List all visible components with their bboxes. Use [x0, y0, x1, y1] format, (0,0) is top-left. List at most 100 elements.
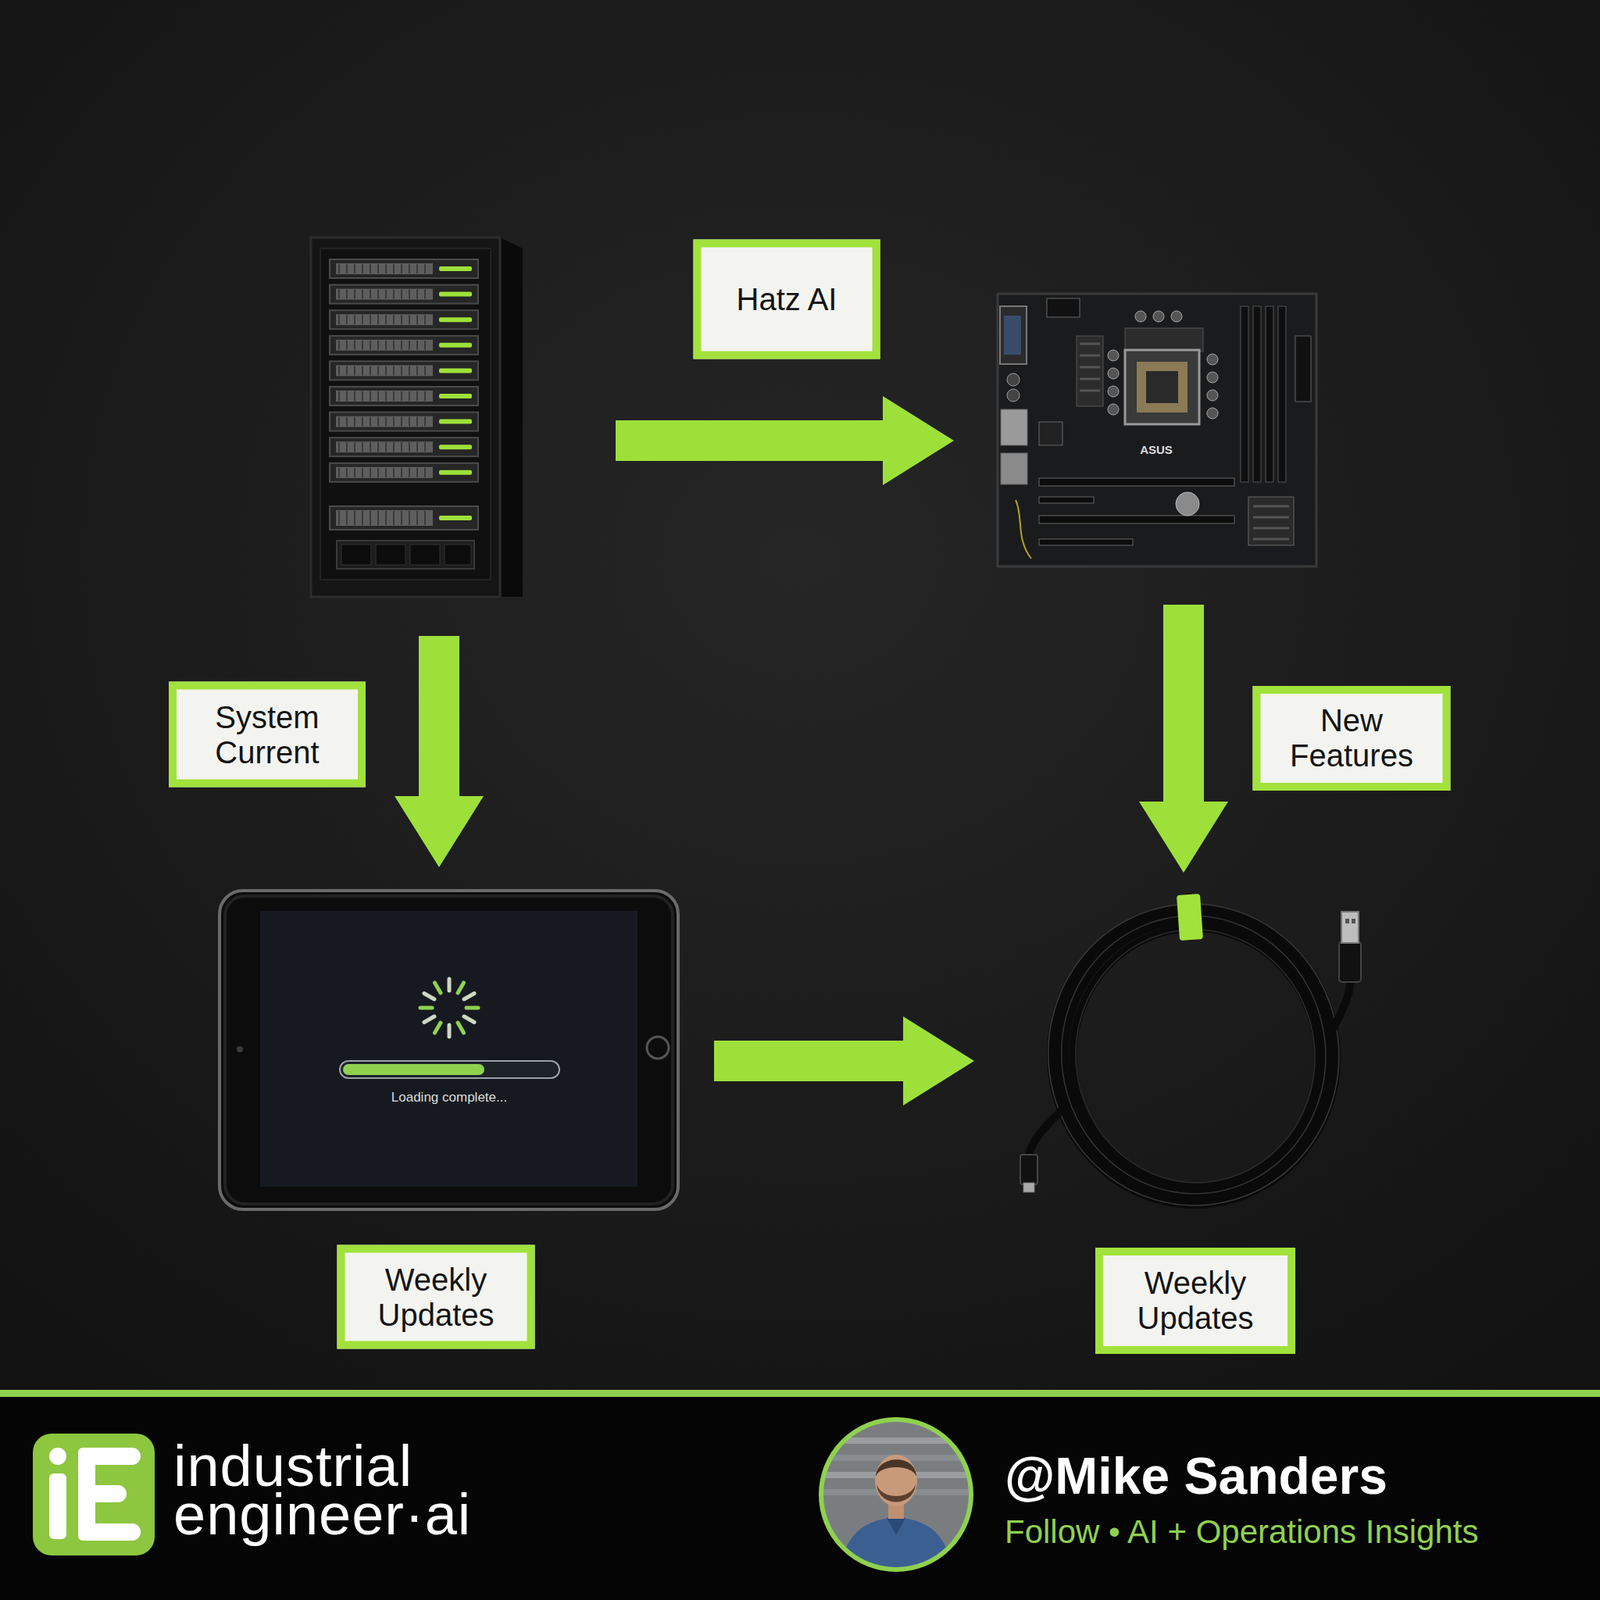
drive-bay — [329, 506, 479, 530]
motherboard-illustration — [1039, 421, 1063, 446]
loading-spinner — [464, 993, 475, 1000]
drive-bay — [353, 442, 356, 452]
motherboard-illustration — [1000, 409, 1028, 446]
tablet-illustration — [219, 890, 679, 1210]
drive-bay — [329, 463, 479, 483]
logo-icon — [49, 1473, 67, 1540]
screen-status: Loading complete... — [389, 1089, 510, 1106]
drive-bay — [353, 510, 356, 525]
drive-bay — [408, 467, 411, 478]
usb-cable-illustration — [1351, 918, 1356, 924]
drive-bay — [416, 314, 418, 325]
loading-spinner — [447, 978, 452, 991]
drive-bay — [400, 365, 403, 375]
usb-cable-illustration — [1028, 1109, 1063, 1157]
drive-bay — [353, 314, 356, 325]
drive-bay — [377, 365, 379, 375]
drive-bay — [329, 360, 479, 380]
drive-bay — [329, 335, 479, 355]
drive-bay — [400, 391, 403, 401]
drive-bay — [424, 264, 426, 274]
drive-bay — [338, 264, 340, 274]
drive-bay — [338, 510, 340, 525]
drive-bay — [346, 417, 348, 427]
drive-bay — [353, 417, 356, 427]
loading-spinner — [424, 993, 435, 1000]
usb-cable-illustration — [1176, 893, 1204, 941]
usb-cable-illustration — [1341, 911, 1359, 943]
background — [0, 0, 1600, 1393]
drive-bay — [361, 417, 364, 427]
drive-bay — [385, 391, 387, 401]
drive-bay — [385, 442, 387, 452]
drive-bay — [408, 510, 411, 525]
drive-bay — [335, 441, 433, 453]
drive-bay — [400, 289, 403, 300]
motherboard-illustration — [1207, 371, 1218, 383]
flow-arrow — [714, 1016, 975, 1106]
footer-rule — [0, 1389, 1600, 1397]
drive-bay — [400, 340, 403, 350]
drive-bay — [338, 467, 340, 478]
drive-bay — [408, 314, 411, 325]
drive-bay — [346, 365, 348, 375]
drive-bay — [424, 365, 426, 375]
tablet-illustration — [219, 890, 679, 1210]
usb-cable-illustration — [1339, 941, 1361, 983]
avatar-photo — [821, 1419, 972, 1570]
drive-bay — [353, 467, 356, 478]
motherboard-illustration — [1000, 453, 1028, 485]
avatar-photo — [875, 1459, 917, 1477]
drive-bay — [329, 310, 479, 329]
drive-bay — [369, 467, 372, 478]
drive-bay — [329, 285, 479, 304]
motherboard-illustration — [1125, 328, 1204, 352]
drive-bay — [416, 442, 418, 452]
motherboard-illustration — [1079, 366, 1100, 369]
tablet-illustration — [342, 1064, 485, 1075]
drive-bay — [439, 419, 472, 425]
usb-cable-illustration — [1328, 979, 1350, 1040]
usb-cable-illustration — [1020, 1154, 1038, 1185]
drive-bay — [408, 340, 411, 350]
drive-bay — [385, 365, 387, 375]
drive-bay — [329, 335, 479, 355]
drive-bay — [408, 289, 411, 300]
usb-cable-illustration — [1043, 900, 1344, 1212]
drive-bay — [392, 289, 395, 300]
logo-icon — [78, 1523, 141, 1541]
drive-bay — [335, 467, 433, 479]
drive-bay — [385, 314, 387, 325]
drive-bay — [385, 467, 387, 478]
drive-bay — [369, 417, 372, 427]
drive-bay — [329, 285, 479, 304]
motherboard-illustration — [1253, 505, 1290, 508]
motherboard-illustration — [1175, 492, 1200, 516]
drive-bay — [416, 417, 418, 427]
server-illustration — [310, 237, 523, 597]
drive-bay — [329, 386, 479, 406]
drive-bay — [369, 264, 372, 274]
drive-bay — [335, 263, 433, 275]
drive-bay — [439, 444, 472, 450]
motherboard-illustration — [1000, 306, 1027, 365]
motherboard-illustration — [1153, 310, 1165, 322]
drive-bay — [338, 417, 340, 427]
drive-bay — [439, 470, 472, 475]
drive-bay — [346, 467, 348, 478]
motherboard-illustration — [1003, 315, 1022, 355]
drive-bay — [335, 364, 433, 376]
drive-bay — [329, 386, 479, 406]
drive-bay — [346, 442, 348, 452]
loading-spinner — [435, 1022, 442, 1033]
motherboard-illustration — [1207, 389, 1218, 401]
flow-arrow — [615, 396, 954, 486]
motherboard-illustration — [1253, 516, 1290, 519]
loading-spinner — [435, 982, 442, 993]
drive-bay — [377, 510, 379, 525]
drive-bay — [400, 314, 403, 325]
drive-bay — [329, 463, 479, 483]
drive-bay — [439, 317, 472, 322]
drive-bay — [353, 264, 356, 274]
